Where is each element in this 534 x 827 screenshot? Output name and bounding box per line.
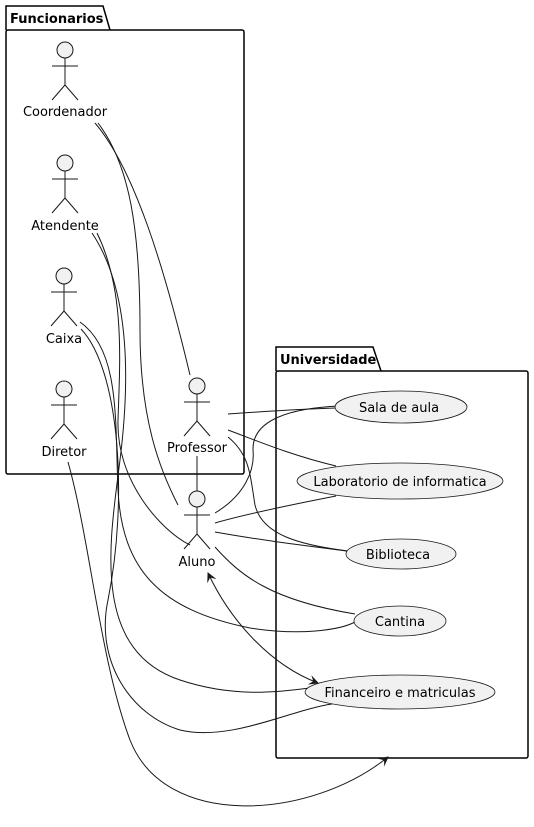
actor-caixa-label: Caixa bbox=[46, 332, 82, 347]
package-funcionarios-tab bbox=[5, 5, 111, 31]
actor-professor-label: Professor bbox=[167, 441, 228, 456]
actor-diretor-head bbox=[55, 380, 73, 398]
actor-caixa-body bbox=[50, 284, 78, 327]
link-aluno-financeiro bbox=[207, 572, 319, 685]
actor-diretor-label: Diretor bbox=[41, 445, 87, 460]
usecase-cantina-ellipse bbox=[353, 605, 447, 637]
actor-diretor[interactable]: Diretor bbox=[41, 380, 87, 460]
usecase-laboratorio[interactable]: Laboratorio de informatica bbox=[296, 462, 504, 500]
actor-atendente[interactable]: Atendente bbox=[31, 154, 99, 234]
actor-professor-head bbox=[188, 377, 206, 395]
actor-atendente-label: Atendente bbox=[31, 219, 99, 234]
actor-aluno[interactable]: Aluno bbox=[179, 490, 216, 570]
actor-professor[interactable]: Professor bbox=[167, 377, 228, 456]
link-professor-biblioteca bbox=[227, 436, 349, 552]
link-aluno-sala bbox=[214, 405, 341, 514]
package-funcionarios-frame bbox=[5, 29, 245, 475]
link-aluno-biblioteca bbox=[214, 531, 348, 552]
package-funcionarios-title: Funcionarios bbox=[10, 12, 104, 27]
usecase-biblioteca[interactable]: Biblioteca bbox=[345, 538, 457, 570]
link-professor-laboratorio bbox=[227, 429, 337, 467]
link-caixa-financeiro bbox=[80, 328, 333, 734]
actor-aluno-body bbox=[183, 507, 211, 550]
usecase-cantina[interactable]: Cantina bbox=[353, 605, 447, 637]
usecase-financeiro[interactable]: Financeiro e matriculas bbox=[304, 674, 496, 710]
actor-coordenador-body bbox=[51, 58, 79, 101]
usecase-laboratorio-label: Laboratorio de informatica bbox=[313, 475, 486, 490]
usecase-biblioteca-ellipse bbox=[345, 538, 457, 570]
actor-atendente-body bbox=[51, 171, 79, 214]
usecase-sala-de-aula-ellipse bbox=[334, 390, 468, 424]
usecase-sala-de-aula[interactable]: Sala de aula bbox=[334, 390, 468, 424]
package-universidade-title: Universidade bbox=[280, 353, 377, 368]
usecase-cantina-label: Cantina bbox=[375, 615, 425, 630]
actor-coordenador-label: Coordenador bbox=[23, 105, 108, 120]
actor-aluno-head bbox=[188, 490, 206, 508]
usecase-financeiro-label: Financeiro e matriculas bbox=[324, 686, 475, 701]
actor-aluno-label: Aluno bbox=[179, 555, 216, 570]
link-coordenador-aluno bbox=[97, 122, 179, 506]
package-universidade-tab bbox=[275, 346, 382, 372]
actor-caixa[interactable]: Caixa bbox=[46, 267, 82, 347]
actor-caixa-head bbox=[55, 267, 73, 285]
usecase-financeiro-ellipse bbox=[304, 674, 496, 710]
usecase-sala-de-aula-label: Sala de aula bbox=[359, 401, 439, 416]
link-diretor-financeiro bbox=[67, 461, 389, 807]
actor-professor-body bbox=[183, 394, 211, 437]
link-atendente-financeiro bbox=[91, 232, 311, 693]
actor-coordenador-head bbox=[56, 41, 74, 59]
package-funcionarios: Funcionarios bbox=[5, 5, 245, 475]
usecase-biblioteca-label: Biblioteca bbox=[366, 548, 430, 563]
connections bbox=[67, 122, 389, 807]
actor-diretor-body bbox=[50, 397, 78, 440]
actor-atendente-head bbox=[56, 154, 74, 172]
link-aluno-laboratorio bbox=[214, 495, 337, 524]
usecase-laboratorio-ellipse bbox=[296, 462, 504, 500]
link-atendente-aluno bbox=[96, 232, 191, 546]
actor-coordenador[interactable]: Coordenador bbox=[23, 41, 108, 120]
link-coordenador-professor bbox=[94, 122, 191, 376]
link-professor-sala bbox=[227, 407, 338, 415]
